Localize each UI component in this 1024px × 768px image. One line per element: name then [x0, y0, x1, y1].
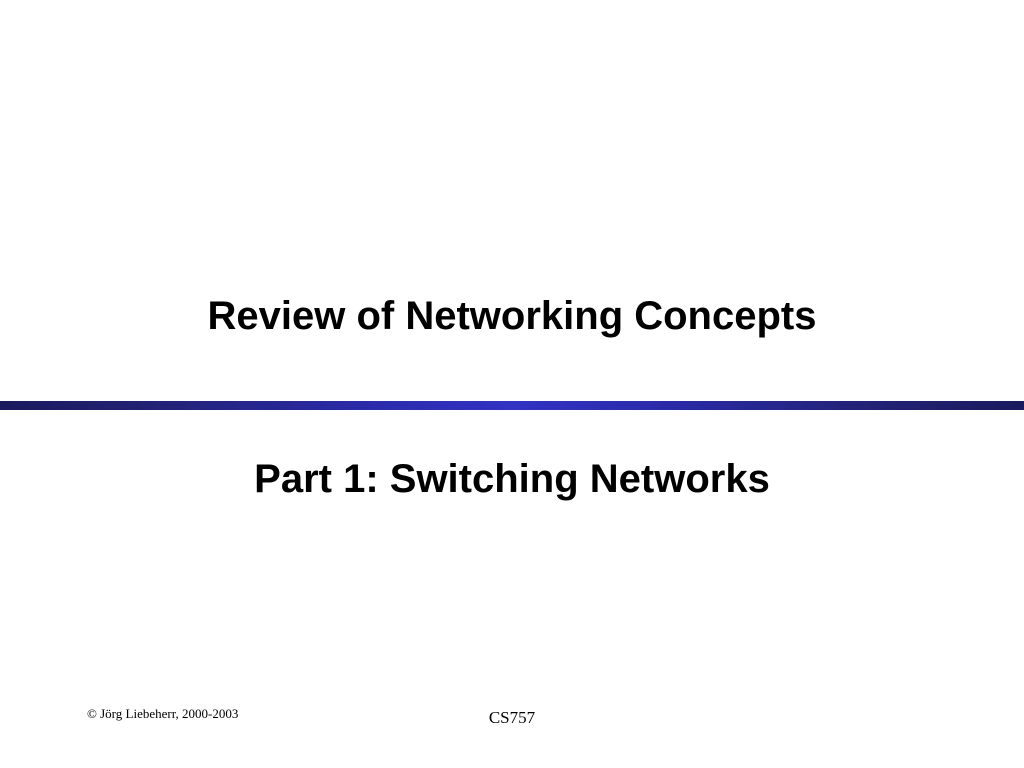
title-divider-bar: [0, 401, 1024, 410]
slide-title: Review of Networking Concepts: [207, 294, 817, 338]
footer-copyright: © Jörg Liebeherr, 2000-2003: [87, 706, 239, 721]
footer-course-code: CS757: [488, 708, 536, 727]
slide-subtitle: Part 1: Switching Networks: [254, 457, 770, 501]
